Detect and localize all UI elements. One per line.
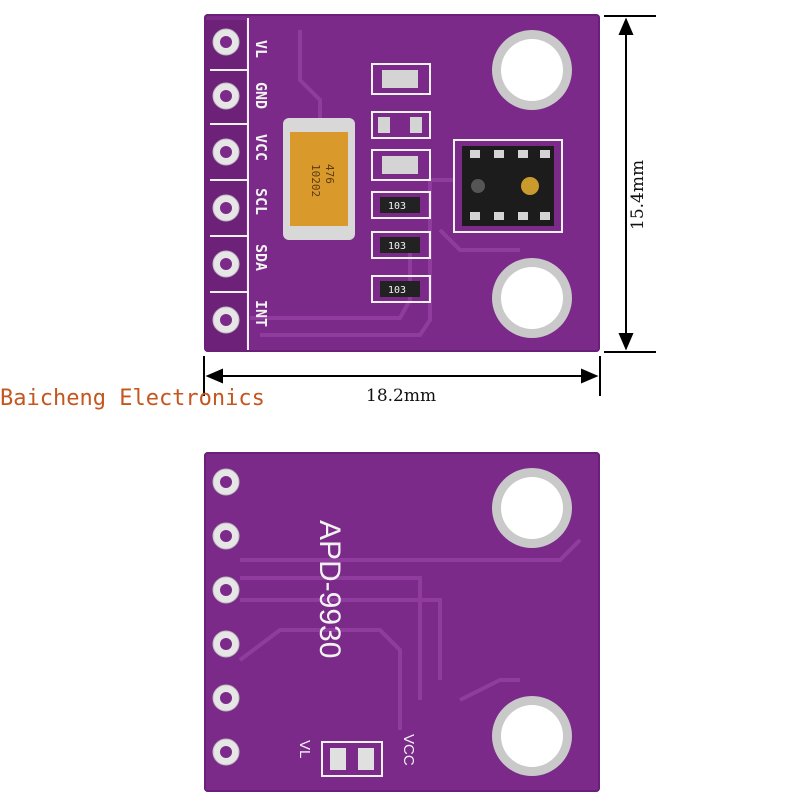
back-pad-label-vcc: VCC xyxy=(400,734,417,766)
back-pad-label-vl: VL xyxy=(296,740,313,758)
dimension-lines xyxy=(203,15,656,396)
width-dimension-label: 18.2mm xyxy=(366,386,437,406)
back-traces xyxy=(238,538,582,730)
front-mounting-holes xyxy=(492,30,572,338)
pin-label-gnd: GND xyxy=(252,82,270,109)
watermark-text: Baicheng Electronics xyxy=(0,386,265,411)
back-pads xyxy=(321,741,383,777)
pin-label-vcc: VCC xyxy=(252,134,270,161)
resistor-marking-2: 103 xyxy=(388,241,406,252)
pin-label-vl: VL xyxy=(252,40,270,58)
proximity-sensor-chip xyxy=(453,139,563,233)
pin-label-int: INT xyxy=(252,300,270,327)
back-pin-header xyxy=(212,468,240,766)
back-mounting-holes xyxy=(492,468,572,776)
capacitor-marking-1: 476 xyxy=(323,164,336,184)
module-name: APD-9930 xyxy=(313,520,346,658)
smd-components xyxy=(371,63,431,303)
front-pin-header xyxy=(206,18,249,350)
height-dimension-label: 15.4mm xyxy=(628,159,648,230)
tantalum-capacitor xyxy=(283,118,355,240)
capacitor-marking-2: 10202 xyxy=(309,164,322,197)
resistor-marking-3: 103 xyxy=(388,285,406,296)
pin-label-scl: SCL xyxy=(252,188,270,215)
resistor-marking-1: 103 xyxy=(388,201,406,212)
pin-label-sda: SDA xyxy=(252,244,270,271)
